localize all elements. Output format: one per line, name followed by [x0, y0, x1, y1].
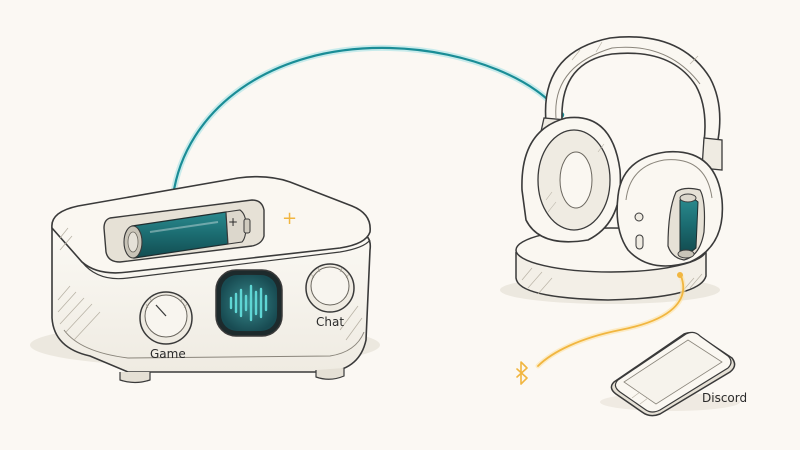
battery-plus-terminal: + [228, 215, 238, 229]
wireless-link-teal-core [171, 46, 562, 198]
battery-in-headphones [679, 197, 699, 253]
dac-hatching [57, 227, 363, 341]
dac-front-edge [81, 239, 371, 280]
app-label: Discord [702, 391, 747, 405]
headphones [521, 36, 724, 267]
headphone-button-1[interactable] [634, 212, 644, 222]
chat-knob[interactable] [305, 263, 355, 313]
link-node-stand [677, 272, 683, 278]
waveform-icon [229, 284, 268, 322]
headphone-button-2[interactable] [635, 234, 644, 250]
waveform-display [215, 269, 283, 337]
sparkle-icon: + [282, 208, 297, 229]
bluetooth-icon [516, 361, 528, 385]
dac-foot-left [119, 372, 151, 384]
smartphone [610, 331, 736, 417]
dac-bottom-edge [63, 329, 365, 359]
game-knob-label: Game [150, 347, 186, 361]
dac-amp: + + [51, 175, 372, 384]
chat-knob-label: Chat [316, 315, 344, 329]
wireless-link-amber [537, 275, 685, 367]
ear-cup-left [521, 116, 622, 243]
game-knob[interactable] [139, 291, 193, 345]
ear-cup-right [616, 150, 724, 267]
wireless-link-teal [170, 44, 563, 199]
battery-in-dac [123, 209, 251, 259]
dac-foot-right [315, 368, 345, 380]
